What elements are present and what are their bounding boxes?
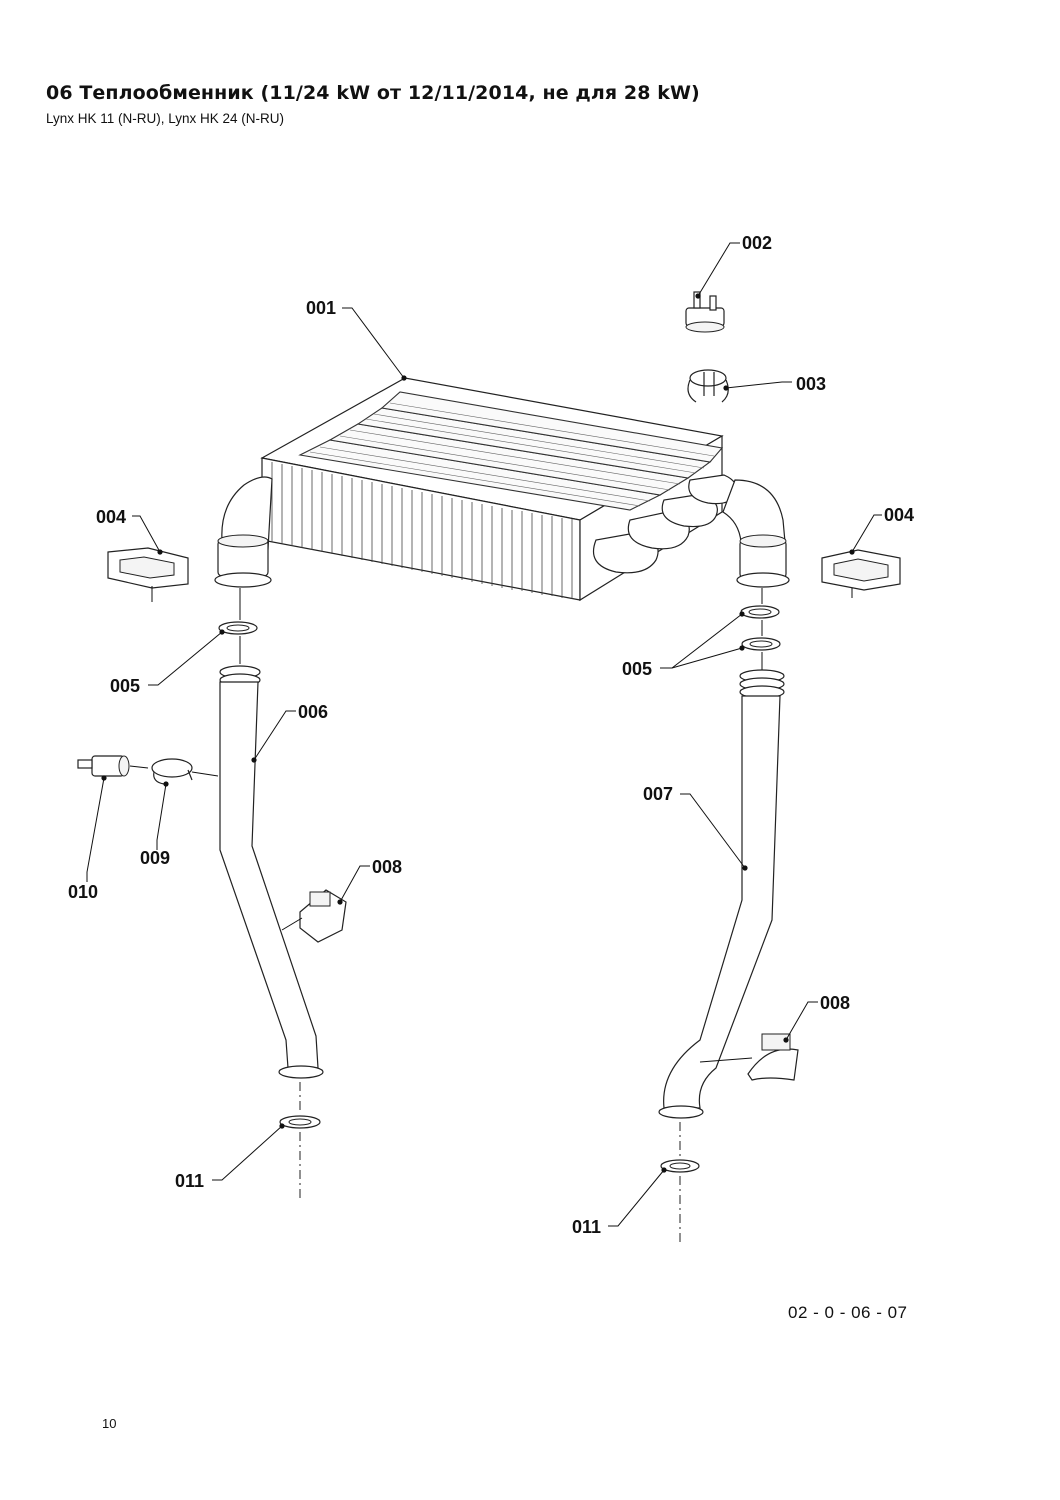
clip-004-right (821, 549, 901, 598)
label-010: 010 (68, 882, 98, 902)
label-005-right: 005 (622, 659, 652, 679)
clip-004-left (107, 547, 189, 602)
label-007: 007 (643, 784, 673, 804)
clip-003 (687, 369, 729, 403)
label-008-left: 008 (372, 857, 402, 877)
sensor-010 (77, 755, 130, 777)
sensor-008-right (699, 1033, 799, 1081)
sensor-008-left (281, 889, 347, 943)
heat-exchanger-001 (214, 377, 790, 602)
label-011-left: 011 (175, 1171, 204, 1191)
label-006: 006 (298, 702, 328, 722)
model-subtitle: Lynx HK 11 (N-RU), Lynx HK 24 (N-RU) (46, 111, 285, 126)
page-title: 06 Теплообменник (11/24 kW от 12/11/2014… (46, 82, 700, 104)
label-001: 001 (306, 298, 336, 318)
return-bends (592, 474, 738, 574)
label-002: 002 (742, 233, 772, 253)
pipe-007 (658, 669, 785, 1244)
label-004-right: 004 (884, 505, 914, 525)
pipe-006 (219, 665, 324, 1200)
seals-005 (218, 605, 781, 651)
page-number: 10 (102, 1416, 117, 1431)
label-003: 003 (796, 374, 826, 394)
clip-009 (151, 758, 193, 785)
label-005-left: 005 (110, 676, 140, 696)
label-011-right: 011 (572, 1217, 601, 1237)
label-004-left: 004 (96, 507, 126, 527)
label-008-right: 008 (820, 993, 850, 1013)
drawing-code: 02 - 0 - 06 - 07 (788, 1303, 908, 1322)
sensor-002 (685, 291, 725, 333)
label-009: 009 (140, 848, 170, 868)
